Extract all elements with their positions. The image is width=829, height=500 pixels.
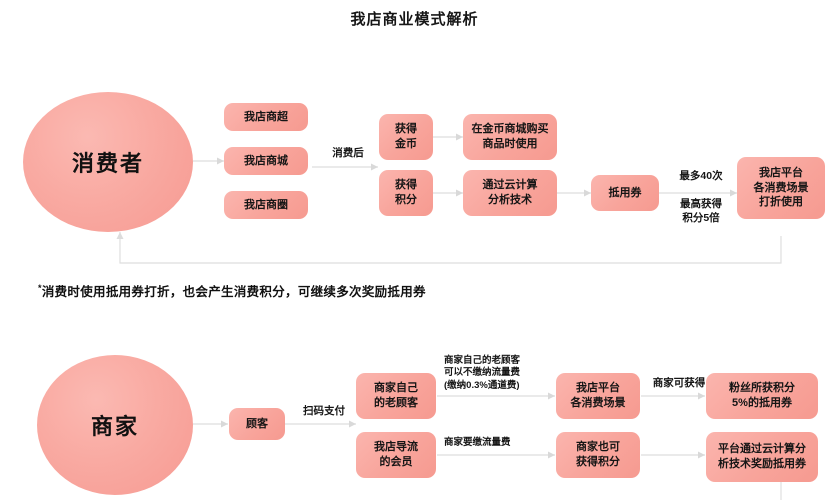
voucher-note-max-points: 最高获得 积分5倍 [680, 198, 722, 224]
reward-use-label: 在金币商城购买 商品时使用 [471, 123, 549, 150]
reward-label: 获得 积分 [395, 179, 417, 206]
voucher-box[interactable]: 抵用券 [591, 175, 659, 211]
reward-label: 获得 金币 [395, 123, 417, 150]
reward-use-label: 通过云计算 分析技术 [482, 179, 538, 206]
consumer-label: 消费者 [71, 151, 144, 176]
platform-scene-box[interactable]: 我店平台 各消费场景 [556, 373, 640, 419]
merchant-label: 商家 [90, 414, 139, 439]
fee-note-no-traffic-fee: 商家自己的老顾客 可以不缴纳流量费 (缴纳0.3%通道费) [444, 355, 521, 391]
platform-usage-box[interactable]: 我店平台 各消费场景 打折使用 [737, 157, 825, 219]
page-title: 我店商业模式解析 [350, 11, 479, 28]
customer-type-label: 我店导流 的会员 [374, 441, 418, 468]
channel-box-shangcheng[interactable]: 我店商城 [224, 147, 308, 175]
merchant-circle: 商家 [37, 355, 193, 495]
channel-label: 我店商超 [244, 110, 288, 123]
reward-use-box-cloud-analysis[interactable]: 通过云计算 分析技术 [463, 170, 557, 216]
voucher-label: 抵用券 [608, 186, 642, 199]
merchant-reward-label: 平台通过云计算分 析技术奖励抵用券 [718, 443, 806, 470]
platform-usage-label: 我店平台 各消费场景 打折使用 [753, 166, 809, 209]
merchant-points-label: 商家也可 获得积分 [576, 441, 620, 468]
customer-type-label: 商家自己 的老顾客 [374, 382, 418, 409]
customer-type-box-regular[interactable]: 商家自己 的老顾客 [356, 373, 436, 419]
reward-box-coins[interactable]: 获得 金币 [379, 114, 433, 160]
merchant-reward-box-fan-points[interactable]: 粉丝所获积分 5%的抵用券 [706, 373, 818, 419]
reward-use-box-coin-mall[interactable]: 在金币商城购买 商品时使用 [463, 114, 557, 160]
merchant-gain-label: 商家可获得 [652, 377, 706, 389]
footnote-text: 消费时使用抵用券打折，也会产生消费积分，可继续多次奖励抵用券 [41, 285, 426, 299]
footnote-star: * [38, 282, 42, 293]
merchant-reward-box-cloud-voucher[interactable]: 平台通过云计算分 析技术奖励抵用券 [706, 432, 818, 482]
consumer-circle: 消费者 [23, 92, 193, 232]
channel-box-shangchao[interactable]: 我店商超 [224, 103, 308, 131]
scan-pay-label: 扫码支付 [303, 405, 345, 417]
merchant-reward-label: 粉丝所获积分 5%的抵用券 [729, 382, 795, 409]
channel-box-shangquan[interactable]: 我店商圈 [224, 191, 308, 219]
platform-scene-label: 我店平台 各消费场景 [570, 382, 626, 409]
voucher-note-max-times: 最多40次 [679, 170, 723, 182]
after-purchase-label: 消费后 [332, 147, 364, 159]
channel-label: 我店商城 [244, 154, 288, 167]
fee-note-traffic-fee: 商家要缴流量费 [444, 437, 511, 448]
customer-label: 顾客 [246, 417, 268, 430]
merchant-points-box[interactable]: 商家也可 获得积分 [556, 432, 640, 478]
customer-box[interactable]: 顾客 [229, 408, 285, 440]
customer-type-box-member[interactable]: 我店导流 的会员 [356, 432, 436, 478]
channel-label: 我店商圈 [244, 198, 288, 211]
footnote: *消费时使用抵用券打折，也会产生消费积分，可继续多次奖励抵用券 [38, 281, 426, 300]
reward-box-points[interactable]: 获得 积分 [379, 170, 433, 216]
